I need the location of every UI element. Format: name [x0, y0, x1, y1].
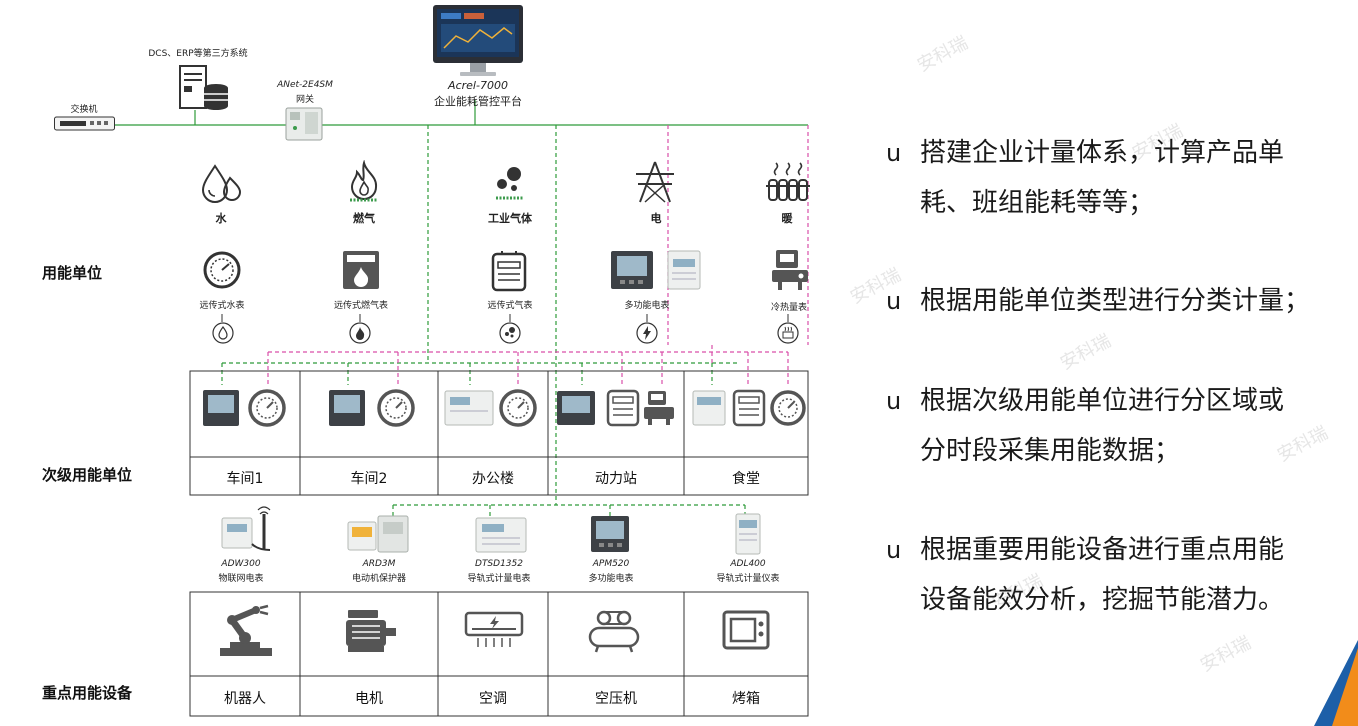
sub-unit-label: 车间2	[350, 471, 388, 487]
row-label-key-equipment: 重点用能设备	[42, 684, 133, 702]
monitor-platform-icon	[433, 5, 523, 76]
equipment-label: 电机	[355, 691, 383, 707]
sub-unit-meters-power-station	[557, 389, 674, 427]
meter-label: 远传式燃气表	[333, 301, 389, 311]
gas-meter-icon	[343, 251, 379, 289]
heat-small-icon	[777, 322, 799, 344]
sub-unit-label: 车间1	[226, 471, 264, 487]
flame-icon	[350, 160, 378, 202]
energy-type-label: 燃气	[353, 212, 375, 225]
ard3m-device-icon	[347, 515, 409, 553]
sub-unit-meters-workshop1	[203, 389, 286, 427]
heat-meter-icon	[772, 250, 808, 290]
meter-label: 远传式水表	[199, 301, 245, 311]
motor-icon	[346, 610, 396, 652]
equipment-label: 机器人	[224, 691, 266, 707]
gateway-device-icon	[285, 107, 323, 141]
adl400-device-icon	[735, 513, 761, 555]
gas-bubbles-small-icon	[499, 322, 521, 344]
device-model: DTSD1352	[475, 559, 523, 569]
robot-arm-icon	[220, 604, 272, 656]
meter-label: 冷热量表	[770, 303, 808, 313]
energy-type-label: 暖	[781, 212, 793, 225]
dtsd1352-device-icon	[475, 517, 527, 553]
energy-type-label: 电	[650, 212, 662, 225]
bullet-line: 根据重要用能设备进行重点用能	[920, 535, 1285, 565]
network-switch-icon	[54, 116, 115, 131]
platform-model: Acrel-7000	[448, 79, 508, 92]
air-compressor-icon	[588, 610, 640, 653]
device-model: ADL400	[730, 559, 766, 569]
device-desc: 电动机保护器	[351, 574, 407, 584]
water-drops-icon	[201, 164, 242, 203]
air-conditioner-icon	[464, 611, 524, 647]
gas-bubbles-icon	[496, 167, 524, 200]
bullet-line: 分时段采集用能数据；	[920, 436, 1181, 466]
bullet-line: 根据次级用能单位进行分区域或	[920, 386, 1285, 416]
third-party-label: DCS、ERP等第三方系统	[148, 49, 248, 59]
bullet-marker: u	[886, 287, 902, 315]
device-desc: 导轨式计量仪表	[716, 574, 780, 584]
water-meter-icon	[203, 251, 241, 289]
sub-unit-meters-office	[444, 389, 537, 427]
sub-unit-label: 动力站	[595, 471, 637, 487]
air-meter-icon	[491, 251, 527, 292]
water-drop-icon	[212, 322, 234, 344]
flame-small-icon	[349, 322, 371, 344]
meter-label: 多功能电表	[624, 301, 670, 311]
oven-icon	[722, 610, 770, 650]
equipment-label: 空压机	[595, 691, 637, 707]
bullet-line: 根据用能单位类型进行分类计量；	[920, 286, 1311, 316]
energy-type-label: 工业气体	[488, 212, 532, 225]
bullet-marker: u	[886, 387, 902, 415]
bullet-line: 设备能效分析，挖掘节能潜力。	[920, 585, 1285, 615]
server-database-icon	[179, 65, 228, 110]
sub-unit-label: 办公楼	[472, 471, 514, 487]
corner-accent-shape	[1314, 640, 1358, 726]
radiator-icon	[766, 162, 810, 201]
bullet-marker: u	[886, 139, 902, 167]
device-model: ADW300	[221, 559, 261, 569]
gateway-model: ANet-2E4SM	[277, 80, 333, 90]
device-desc: 导轨式计量电表	[467, 574, 531, 584]
gateway-name: 网关	[295, 95, 315, 105]
adw300-device-icon	[221, 506, 271, 551]
multifunction-meter-icon	[611, 250, 701, 290]
switch-label: 交换机	[70, 105, 98, 115]
bullet-marker: u	[886, 536, 902, 564]
bullet-line: 搭建企业计量体系，计算产品单	[920, 138, 1285, 168]
row-label-sub-unit: 次级用能单位	[42, 466, 133, 484]
apm520-device-icon	[591, 516, 629, 552]
bullet-line: 耗、班组能耗等等；	[920, 188, 1155, 218]
power-tower-icon	[636, 161, 674, 203]
meter-label: 远传式气表	[487, 301, 533, 311]
equipment-label: 烤箱	[732, 691, 760, 707]
energy-type-label: 水	[215, 212, 227, 225]
platform-name: 企业能耗管控平台	[434, 95, 522, 108]
device-desc: 多功能电表	[588, 574, 634, 584]
lightning-icon	[636, 322, 658, 344]
sub-unit-meters-canteen	[692, 389, 806, 427]
device-model: ARD3M	[362, 559, 396, 569]
sub-unit-label: 食堂	[732, 471, 760, 487]
sub-unit-meters-workshop2	[329, 389, 415, 427]
row-label-energy-unit: 用能单位	[42, 264, 103, 282]
device-model: APM520	[592, 559, 630, 569]
device-desc: 物联网电表	[218, 574, 264, 584]
equipment-label: 空调	[479, 691, 507, 707]
